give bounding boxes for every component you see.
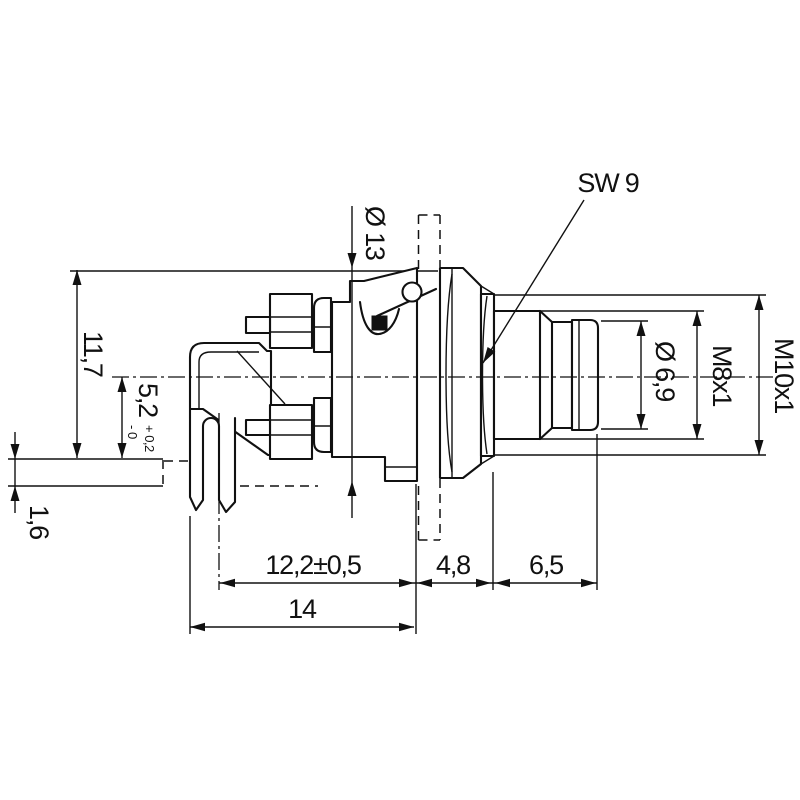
locking-ball (401, 281, 423, 303)
length-front-label: 6,5 (529, 550, 563, 580)
axis-height-tolerance-lower: - 0 (125, 425, 140, 439)
total-height-label: 11,7 (78, 331, 108, 377)
dimension-arrowheads (10, 253, 764, 632)
o-ring-seal-section (371, 315, 388, 331)
hex-nut-sw9 (438, 266, 496, 480)
mating-thread-label: M8x1 (707, 345, 737, 406)
panel-hidden-outline (417, 214, 441, 541)
axis-height-dimension: 5,2 + 0,2 - 0 (125, 383, 163, 452)
tip-diameter-label: Ø 6,9 (650, 341, 680, 401)
length-total-label: 14 (288, 594, 317, 624)
sw9-leader-line (482, 199, 585, 364)
upper-terminal-block (244, 292, 314, 350)
length-flange-to-nut-label: 4,8 (436, 550, 470, 580)
axis-height-tolerance-upper: + 0,2 (142, 425, 157, 452)
axis-height-label: 5,2 (133, 383, 163, 417)
length-pins-to-flange-label: 12,2±0,5 (265, 550, 360, 580)
mounting-thread-label: M10x1 (769, 338, 799, 413)
wrench-size-label: SW 9 (577, 168, 638, 198)
flange-washer-ears (312, 296, 333, 454)
threaded-barrel-and-tip (492, 309, 600, 441)
lower-terminal-block (244, 403, 314, 461)
main-body-with-flange (330, 266, 438, 483)
pcb-thickness-label: 1,6 (24, 505, 54, 539)
pcb-solder-pin-fork (188, 416, 237, 514)
flange-diameter-label: Ø 13 (360, 206, 390, 260)
center-lines (112, 376, 775, 590)
